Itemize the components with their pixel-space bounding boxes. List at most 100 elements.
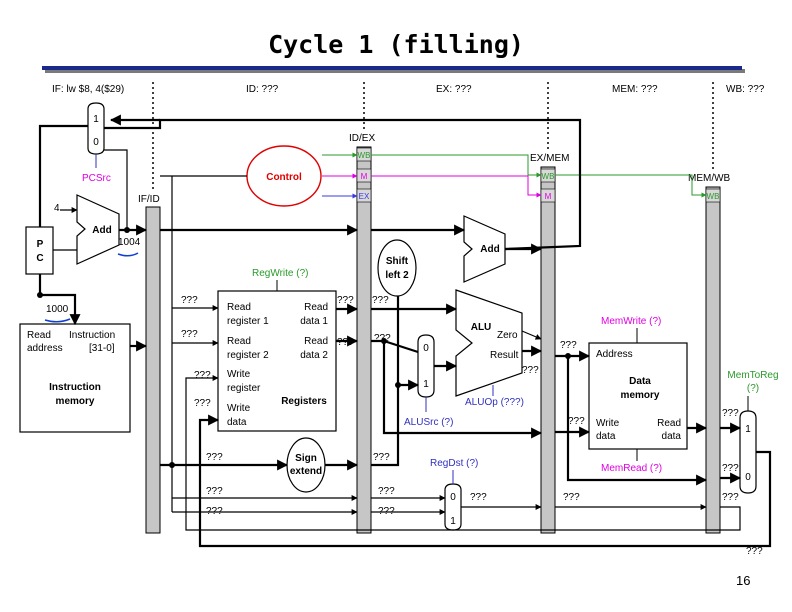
- unknown-ex-mem-wdata: ???: [568, 416, 585, 427]
- imem-title-2: memory: [56, 396, 95, 407]
- imem-title-1: Instruction: [49, 382, 101, 393]
- reg-wdata-b: data: [227, 417, 247, 428]
- ex-mem-m-field: M: [545, 192, 552, 201]
- aluop-signal-label: ALUOp (???): [465, 397, 524, 408]
- junction-alu-result: [565, 353, 571, 359]
- pc-mux-input-0: 0: [93, 137, 99, 148]
- ex-mem-label: EX/MEM: [530, 153, 569, 164]
- sign-extend-unit: [286, 437, 326, 493]
- id-ex-m-field: M: [361, 172, 368, 181]
- id-ex-wb-field: WB: [358, 151, 371, 160]
- unknown-id-ex-rd1: ???: [372, 295, 389, 306]
- unknown-mem-wb-aluout: ???: [722, 463, 739, 474]
- title-rule: [42, 66, 742, 70]
- memread-signal-label: MemRead (?): [601, 463, 662, 474]
- junction-sign-extend: [395, 382, 401, 388]
- unknown-rd-field: ???: [206, 506, 223, 517]
- unknown-value-labels: ??? ??? ??? ??? ??? ??? ??? ??? ??? ??? …: [181, 295, 763, 557]
- imem-bits-label: [31-0]: [89, 343, 115, 354]
- reg-write-a: Write: [227, 369, 251, 380]
- alusrc-mux-input-0: 0: [423, 343, 429, 354]
- shift-left-2-unit: [377, 239, 417, 297]
- pc-label-p: P: [37, 239, 44, 250]
- if-id-register: [145, 206, 161, 534]
- pc-plus4-underline: [117, 252, 139, 257]
- pc-mux-input-1: 1: [93, 114, 99, 125]
- reg-write-b: register: [227, 383, 261, 394]
- stage-label-ex: EX: ???: [436, 84, 472, 95]
- alu: [455, 289, 523, 397]
- dmem-address-label: Address: [596, 349, 633, 360]
- junction-read-data2: [381, 338, 387, 344]
- unknown-read-data2: ???: [337, 337, 354, 348]
- control-signal-wires: [322, 152, 707, 199]
- unknown-regdst-out: ???: [470, 492, 487, 503]
- unknown-read-data1: ???: [337, 295, 354, 306]
- memwrite-signal-label: MemWrite (?): [601, 316, 661, 327]
- unknown-writeback-data: ???: [746, 546, 763, 557]
- junction-instruction-bus: [169, 462, 175, 468]
- alu-label: ALU: [471, 322, 492, 333]
- branch-adder: [463, 215, 506, 283]
- regdst-mux-input-1: 1: [450, 516, 456, 527]
- title-rule-shadow: [45, 69, 745, 73]
- regdst-signal-label: RegDst (?): [430, 458, 478, 469]
- id-ex-label: ID/EX: [349, 133, 375, 144]
- unknown-ex-mem-dest: ???: [563, 492, 580, 503]
- pc-value: 1000: [46, 304, 69, 315]
- shift-left-label-2: left 2: [385, 270, 409, 281]
- sign-extend-label-2: extend: [290, 466, 322, 477]
- unknown-ex-mem-addr: ???: [560, 340, 577, 351]
- reg-read1-b: register 1: [227, 316, 269, 327]
- reg-wdata-a: Write: [227, 403, 251, 414]
- unknown-id-ex-rt: ???: [378, 486, 395, 497]
- memtoreg-signal-label-1: MemToReg: [727, 370, 778, 381]
- regwrite-signal-label: RegWrite (?): [252, 268, 309, 279]
- reg-rdata2-b: data 2: [300, 350, 328, 361]
- unknown-alu-result: ???: [522, 365, 539, 376]
- regdst-mux-input-0: 0: [450, 492, 456, 503]
- control-unit-label: Control: [266, 172, 302, 183]
- pc-register: [25, 226, 54, 275]
- mem-wb-control-fields: WB: [705, 188, 721, 203]
- reg-read2-b: register 2: [227, 350, 269, 361]
- alusrc-mux: [417, 334, 435, 398]
- ex-mem-wb-field: WB: [542, 172, 555, 181]
- unknown-imm: ???: [206, 452, 223, 463]
- unknown-id-ex-rd: ???: [378, 506, 395, 517]
- memtoreg-mux: [739, 410, 757, 494]
- imem-read-label: Read: [27, 330, 51, 341]
- pc-adder-label: Add: [92, 225, 111, 236]
- reg-rdata1-b: data 1: [300, 316, 328, 327]
- unknown-mem-wb-dest: ???: [722, 492, 739, 503]
- pc-mux: [87, 102, 105, 155]
- reg-rdata2-a: Read: [304, 336, 328, 347]
- dmem-write-a: Write: [596, 418, 620, 429]
- ex-mem-register: [540, 166, 556, 534]
- branch-adder-label: Add: [480, 244, 499, 255]
- alu-result-label: Result: [490, 350, 519, 361]
- sign-extend-label-1: Sign: [295, 453, 317, 464]
- id-ex-control-fields: WB M EX: [356, 147, 372, 203]
- registers-title: Registers: [281, 396, 327, 407]
- pcsrc-signal-label: PCSrc: [82, 173, 111, 184]
- junction-pc-out: [37, 292, 43, 298]
- reg-read2-a: Read: [227, 336, 251, 347]
- pc-value-underline: [44, 318, 71, 323]
- memtoreg-mux-input-1: 1: [745, 424, 751, 435]
- unknown-write-data: ???: [194, 398, 211, 409]
- slide-title: Cycle 1 (filling): [268, 30, 524, 59]
- memtoreg-mux-input-0: 0: [745, 472, 751, 483]
- junction-pc-plus4: [124, 227, 130, 233]
- mem-wb-register: [705, 186, 721, 534]
- mem-wb-wb-field: WB: [707, 192, 720, 201]
- dmem-title-2: memory: [621, 390, 660, 401]
- unknown-rt: ???: [181, 329, 198, 340]
- unknown-mem-wb-rdata: ???: [722, 408, 739, 419]
- unknown-rs: ???: [181, 295, 198, 306]
- stage-label-if: IF: lw $8, 4($29): [52, 84, 124, 95]
- id-ex-ex-field: EX: [359, 192, 370, 201]
- if-id-label: IF/ID: [138, 194, 160, 205]
- stage-label-wb: WB: ???: [726, 84, 765, 95]
